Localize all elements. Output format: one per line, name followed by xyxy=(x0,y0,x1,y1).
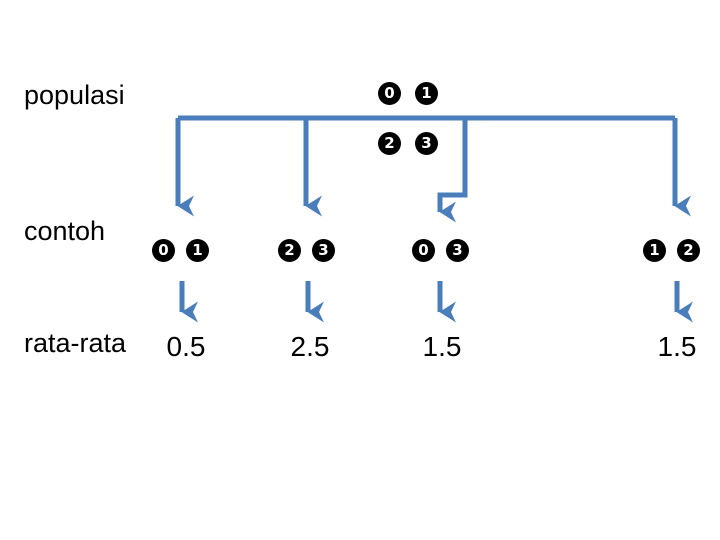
sample-4-chip-1: 1 xyxy=(643,239,666,262)
sample-3-mean: 1.5 xyxy=(422,331,462,362)
sample-1-mean: 0.5 xyxy=(166,331,206,362)
population-chip-3: 3 xyxy=(415,132,438,155)
sample-2-chip-1: 2 xyxy=(278,239,301,262)
row-label-contoh: contoh xyxy=(24,216,106,246)
sample-4-mean: 1.5 xyxy=(657,331,697,362)
sample-1-chip-2: 1 xyxy=(186,239,209,262)
branch-to-sample-3 xyxy=(437,118,468,223)
sample-1-chip-1: 0 xyxy=(152,239,175,262)
sample-2-mean: 2.5 xyxy=(290,331,330,362)
population-chip-2: 2 xyxy=(378,132,401,155)
sample-2-chip-2: 3 xyxy=(312,239,335,262)
row-label-populasi: populasi xyxy=(24,80,125,110)
row-label-rata-rata: rata-rata xyxy=(24,328,127,358)
sample-3-chip-2: 3 xyxy=(446,239,469,262)
population-chip-1: 1 xyxy=(415,82,438,105)
population-chip-0: 0 xyxy=(378,82,401,105)
sample-4-chip-2: 2 xyxy=(677,239,700,262)
sample-3-chip-1: 0 xyxy=(412,239,435,262)
